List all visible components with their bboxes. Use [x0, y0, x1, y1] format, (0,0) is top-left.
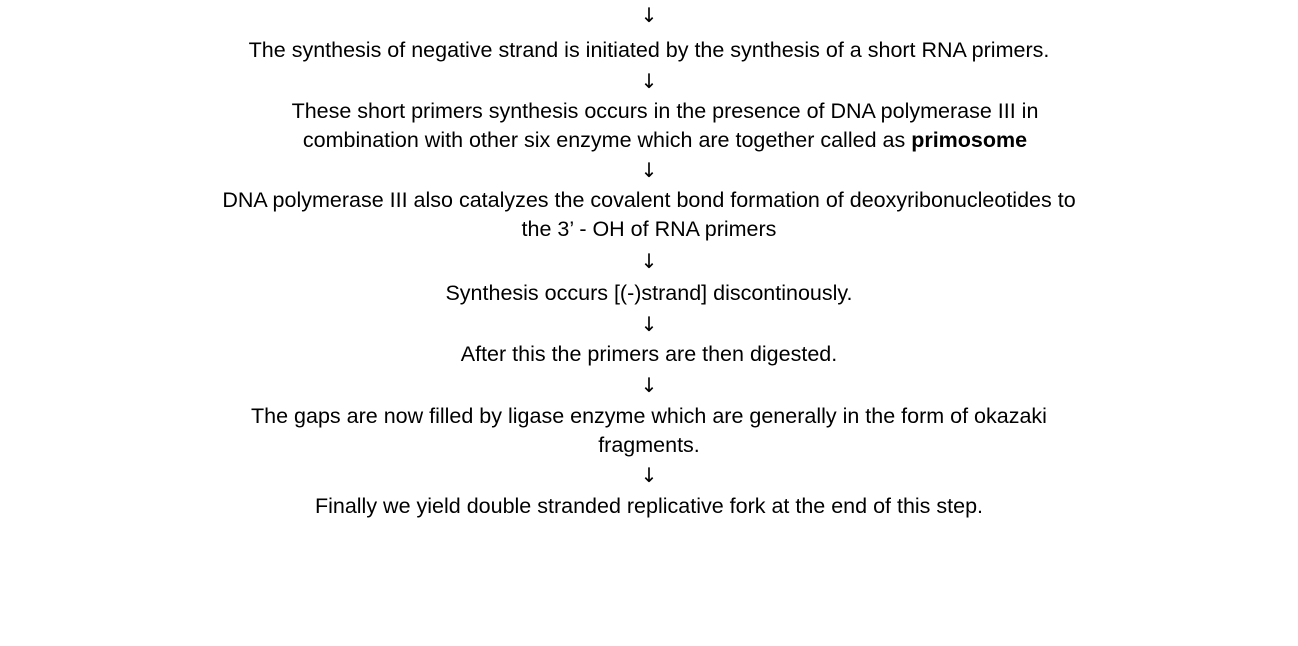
down-arrow-icon: ↓ — [640, 312, 658, 336]
step-7-line-1: Finally we yield double stranded replica… — [314, 494, 984, 518]
primosome-term: primosome — [911, 128, 1028, 152]
step-2-line-2: combination with other six enzyme which … — [32, 126, 1298, 155]
down-arrow-icon: ↓ — [640, 463, 658, 487]
step-6-line-1: The gaps are now filled by ligase enzyme… — [251, 404, 1047, 428]
step-5-line-1: After this the primers are then digested… — [460, 342, 838, 366]
step-7: Finally we yield double stranded replica… — [0, 492, 1298, 521]
step-5: After this the primers are then digested… — [0, 340, 1298, 369]
step-6-line-2: fragments. — [598, 433, 700, 457]
step-1: The synthesis of negative strand is init… — [0, 36, 1298, 65]
down-arrow-icon: ↓ — [640, 249, 658, 273]
down-arrow-icon: ↓ — [640, 158, 658, 182]
step-3-line-2: the 3’ - OH of RNA primers — [521, 217, 777, 241]
step-2: These short primers synthesis occurs in … — [0, 97, 1298, 155]
step-3: DNA polymerase III also catalyzes the co… — [0, 186, 1298, 244]
step-2-line-1: These short primers synthesis occurs in … — [291, 99, 1039, 123]
step-1-line-1: The synthesis of negative strand is init… — [248, 38, 1050, 62]
step-2-line-2-text: combination with other six enzyme which … — [302, 128, 912, 152]
step-4-line-1: Synthesis occurs [(-)strand] discontinou… — [445, 281, 853, 305]
step-6: The gaps are now filled by ligase enzyme… — [0, 402, 1298, 460]
down-arrow-icon: ↓ — [640, 69, 658, 93]
down-arrow-icon: ↓ — [640, 3, 658, 27]
step-3-line-1: DNA polymerase III also catalyzes the co… — [222, 188, 1076, 212]
step-4: Synthesis occurs [(-)strand] discontinou… — [0, 279, 1298, 308]
down-arrow-icon: ↓ — [640, 373, 658, 397]
